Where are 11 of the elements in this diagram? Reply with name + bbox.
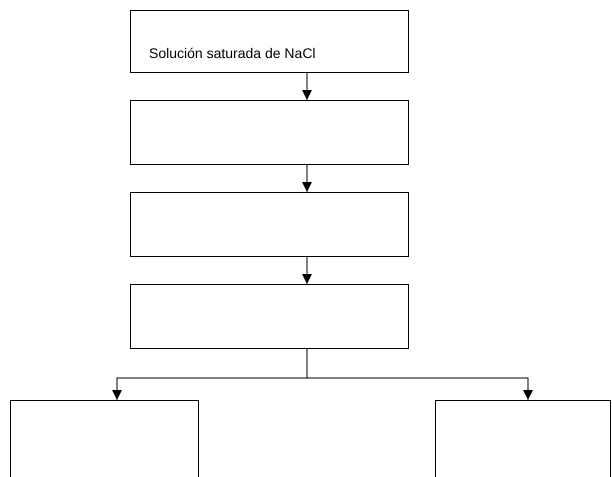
empty-box: [130, 284, 409, 349]
empty-box: [435, 400, 611, 477]
empty-box: [10, 400, 199, 477]
box-label: Solución saturada de NaCl: [149, 45, 316, 61]
arrow: [302, 72, 312, 100]
arrow: [302, 256, 312, 284]
empty-box: [130, 192, 409, 257]
empty-box: [130, 100, 409, 165]
process-box: [130, 10, 409, 73]
arrow: [302, 164, 312, 192]
arrow: [306, 348, 533, 400]
